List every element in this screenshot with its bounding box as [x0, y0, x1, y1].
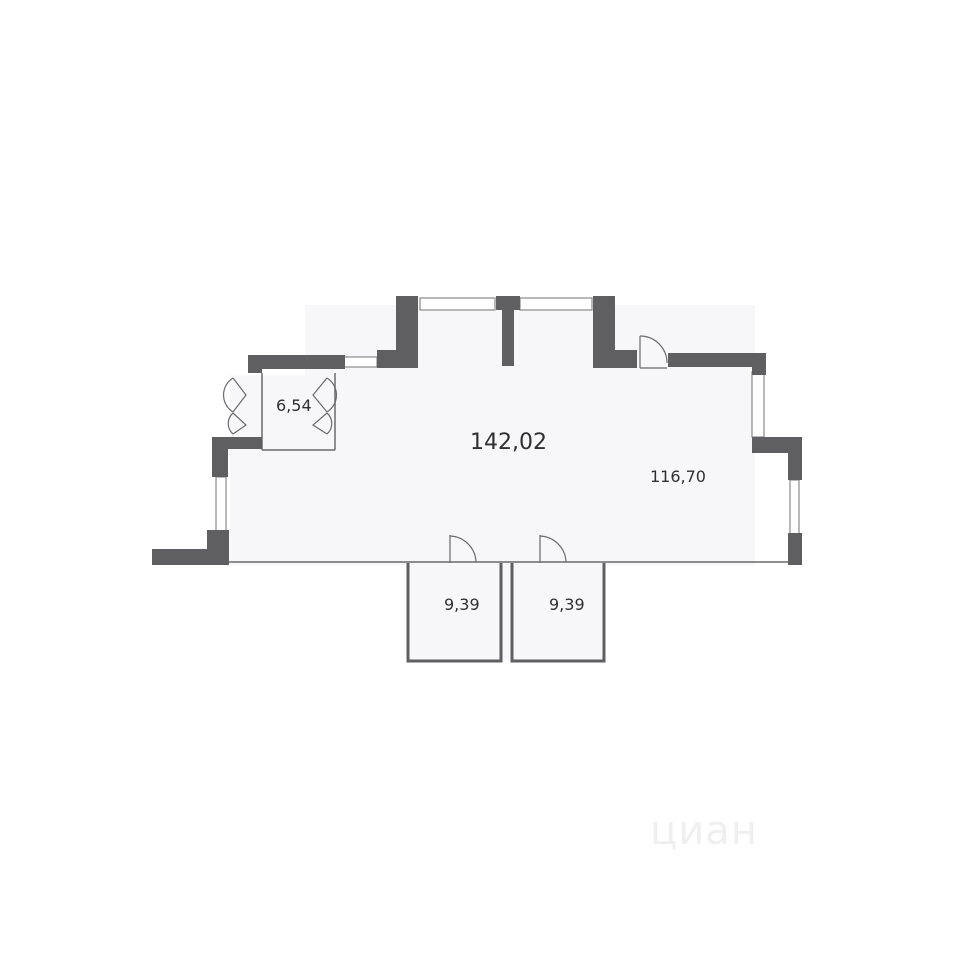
main-room-area-label: 116,70: [650, 467, 706, 486]
room-a-area-label: 9,39: [444, 595, 480, 614]
doors: [223, 335, 668, 563]
door-room-b: [539, 535, 567, 563]
room-b-area-label: 9,39: [549, 595, 585, 614]
walls: [152, 296, 802, 565]
door-top-right: [639, 335, 668, 369]
door-closet-right: [311, 377, 337, 435]
total-area-label: 142,02: [470, 430, 547, 455]
door-room-a: [449, 535, 477, 563]
watermark-logo: циан: [650, 808, 758, 854]
floor-fill: [230, 305, 755, 660]
closet-area-label: 6,54: [276, 396, 312, 415]
storage-rooms: [406, 563, 606, 663]
door-closet-left: [223, 377, 247, 435]
